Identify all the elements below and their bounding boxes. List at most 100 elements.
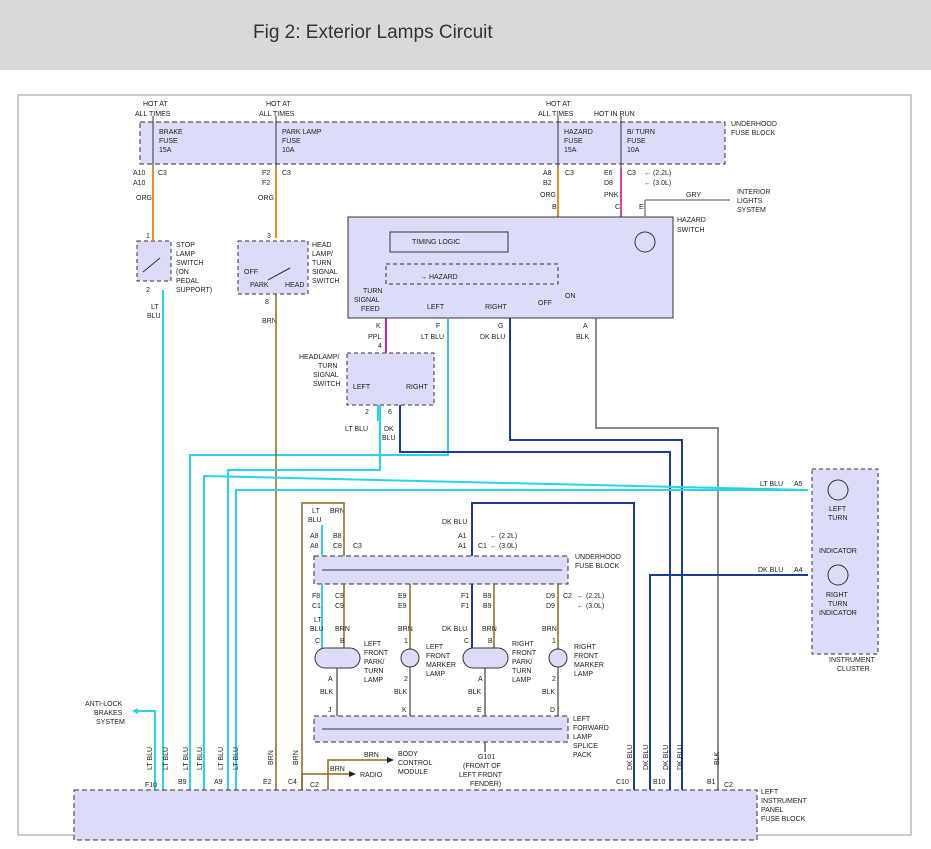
svg-text:INSTRUMENT: INSTRUMENT: [761, 798, 808, 805]
svg-text:LT BLU: LT BLU: [183, 747, 190, 770]
svg-text:D8: D8: [604, 180, 613, 187]
svg-text:10A: 10A: [282, 147, 295, 154]
svg-text:15A: 15A: [564, 147, 577, 154]
svg-text:1: 1: [404, 638, 408, 645]
svg-text:BLK: BLK: [714, 751, 721, 765]
svg-text:LEFT: LEFT: [829, 506, 847, 513]
svg-text:A: A: [478, 676, 483, 683]
svg-text:10A: 10A: [627, 147, 640, 154]
svg-text:G101: G101: [478, 754, 495, 761]
svg-text:FORWARD: FORWARD: [573, 725, 609, 732]
svg-text:B9: B9: [483, 603, 492, 610]
svg-text:OFF: OFF: [538, 300, 552, 307]
svg-text:DK BLU: DK BLU: [663, 745, 670, 770]
svg-text:MARKER: MARKER: [426, 662, 456, 669]
svg-text:ON: ON: [565, 293, 576, 300]
svg-text:BRN: BRN: [542, 626, 557, 633]
svg-text:B9: B9: [483, 593, 492, 600]
svg-text:SYSTEM: SYSTEM: [96, 719, 125, 726]
svg-text:B/ TURN: B/ TURN: [627, 129, 655, 136]
svg-text:DK: DK: [384, 426, 394, 433]
svg-text:SWITCH: SWITCH: [312, 278, 340, 285]
svg-text:INTERIOR: INTERIOR: [737, 189, 770, 196]
svg-text:LAMP: LAMP: [426, 671, 445, 678]
svg-text:RIGHT: RIGHT: [485, 304, 508, 311]
svg-text:SPLICE: SPLICE: [573, 743, 598, 750]
svg-text:BRN: BRN: [482, 626, 497, 633]
svg-text:LT BLU: LT BLU: [233, 747, 240, 770]
hot-label-1b: ALL TIMES: [135, 111, 171, 118]
svg-text:BODY: BODY: [398, 751, 418, 758]
svg-text:PARK/: PARK/: [364, 659, 385, 666]
svg-text:F8: F8: [312, 593, 320, 600]
svg-text:LAMP: LAMP: [574, 671, 593, 678]
svg-text:A: A: [328, 676, 333, 683]
svg-text:BLU: BLU: [147, 313, 161, 320]
svg-text:FUSE: FUSE: [159, 138, 178, 145]
svg-text:2: 2: [146, 287, 150, 294]
svg-text:C1: C1: [478, 543, 487, 550]
svg-text:ORG: ORG: [258, 195, 274, 202]
svg-text:LT BLU: LT BLU: [345, 426, 368, 433]
fuse-block-top-label-1: UNDERHOOD: [731, 121, 777, 128]
svg-text:PEDAL: PEDAL: [176, 278, 199, 285]
svg-text:SUPPORT): SUPPORT): [176, 287, 212, 294]
svg-text:1: 1: [146, 233, 150, 240]
svg-text:HAZARD: HAZARD: [564, 129, 593, 136]
svg-text:(FRONT OF: (FRONT OF: [463, 763, 501, 770]
svg-text:LT: LT: [314, 617, 322, 624]
svg-text:F2: F2: [262, 180, 270, 187]
svg-text:RADIO: RADIO: [360, 772, 383, 779]
stop-lamp-switch: [136, 240, 172, 282]
svg-text:4: 4: [378, 343, 382, 350]
svg-text:D9: D9: [546, 593, 555, 600]
svg-text:3: 3: [267, 233, 271, 240]
svg-text:SIGNAL: SIGNAL: [312, 269, 338, 276]
svg-text:DK BLU: DK BLU: [643, 745, 650, 770]
hot-label-3b: ALL TIMES: [538, 111, 574, 118]
svg-text:HAZARD: HAZARD: [677, 217, 706, 224]
svg-text:C: C: [464, 638, 469, 645]
svg-text:PACK: PACK: [573, 752, 592, 759]
svg-text:RIGHT: RIGHT: [512, 641, 535, 648]
svg-text:LEFT: LEFT: [573, 716, 591, 723]
svg-text:MODULE: MODULE: [398, 769, 428, 776]
hot-label-2b: ALL TIMES: [259, 111, 295, 118]
right-front-park-turn-lamp: [462, 647, 509, 669]
svg-text:BRN: BRN: [398, 626, 413, 633]
svg-text:→ HAZARD: → HAZARD: [420, 274, 458, 281]
svg-text:FRONT: FRONT: [426, 653, 451, 660]
svg-text:15A: 15A: [159, 147, 172, 154]
svg-text:HEAD: HEAD: [312, 242, 331, 249]
svg-text:E2: E2: [263, 779, 272, 786]
svg-text:OFF: OFF: [244, 269, 258, 276]
svg-text:SIGNAL: SIGNAL: [354, 297, 380, 304]
svg-text:8: 8: [265, 299, 269, 306]
svg-text:FRONT: FRONT: [364, 650, 389, 657]
svg-text:C3: C3: [282, 170, 291, 177]
svg-text:PARK: PARK: [250, 282, 269, 289]
svg-text:F: F: [436, 323, 440, 330]
svg-text:FUSE: FUSE: [627, 138, 646, 145]
svg-text:E9: E9: [398, 603, 407, 610]
svg-text:BLU: BLU: [310, 626, 324, 633]
svg-text:LAMP/: LAMP/: [312, 251, 333, 258]
right-front-marker-lamp: [548, 648, 568, 668]
svg-text:SYSTEM: SYSTEM: [737, 207, 766, 214]
svg-text:FRONT: FRONT: [512, 650, 537, 657]
svg-text:BLK: BLK: [394, 689, 408, 696]
svg-text:F1: F1: [461, 593, 469, 600]
svg-text:D9: D9: [546, 603, 555, 610]
svg-text:K: K: [376, 323, 381, 330]
svg-text:B2: B2: [543, 180, 552, 187]
svg-text:C1: C1: [312, 603, 321, 610]
svg-text:ORG: ORG: [540, 192, 556, 199]
svg-text:E: E: [639, 204, 644, 211]
svg-text:DK BLU: DK BLU: [677, 745, 684, 770]
headlamp-switch: [237, 240, 309, 295]
svg-text:C3: C3: [627, 170, 636, 177]
svg-text:INDICATOR: INDICATOR: [819, 610, 857, 617]
svg-text:B9: B9: [178, 779, 187, 786]
svg-text:LAMP: LAMP: [573, 734, 592, 741]
